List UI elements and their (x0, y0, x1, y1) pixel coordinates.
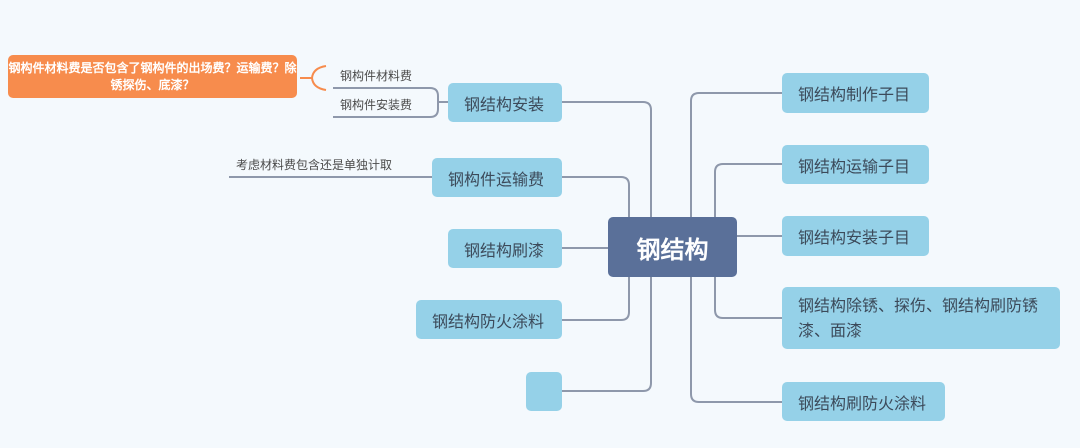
topic-fabrication[interactable]: 钢结构制作子目 (782, 73, 929, 113)
topic-steel-install[interactable]: 钢结构安装 (448, 83, 562, 122)
topic-component-transport[interactable]: 钢构件运输费 (432, 158, 562, 197)
topic-fireproof-coating[interactable]: 钢结构刷防火涂料 (782, 382, 945, 421)
topic-empty[interactable] (526, 372, 562, 411)
callout-note[interactable]: 钢构件材料费是否包含了钢构件的出场费？运输费？除锈探伤、底漆？ (8, 55, 297, 98)
topic-transport[interactable]: 钢结构运输子目 (782, 145, 929, 184)
callout-bracket (300, 65, 327, 91)
subtopic-material-cost[interactable]: 钢构件材料费 (340, 69, 413, 83)
subtopic-material-note[interactable]: 考虑材料费包含还是单独计取 (236, 158, 393, 172)
topic-rust-removal[interactable]: 钢结构除锈、探伤、钢结构刷防锈漆、面漆 (782, 287, 1060, 349)
topic-painting[interactable]: 钢结构刷漆 (448, 229, 562, 268)
topic-fire-coating[interactable]: 钢结构防火涂料 (416, 300, 562, 339)
topic-installation[interactable]: 钢结构安装子目 (782, 216, 929, 256)
subtopic-install-cost[interactable]: 钢构件安装费 (340, 98, 413, 112)
central-topic[interactable]: 钢结构 (608, 217, 737, 277)
